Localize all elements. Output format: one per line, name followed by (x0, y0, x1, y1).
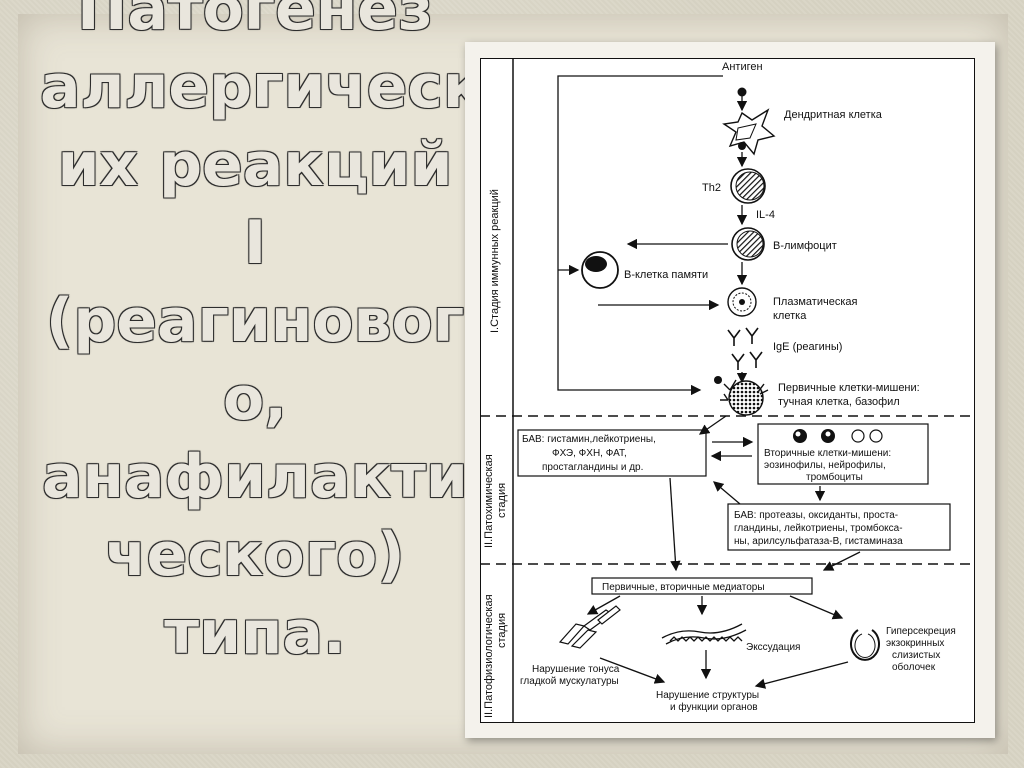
ige-antibody-icons (727, 327, 763, 370)
stage-1-label: I.Стадия иммунных реакций (489, 189, 501, 333)
plasma-label-2: клетка (773, 310, 807, 322)
tonus-label-1: Нарушение тонуса (532, 664, 620, 675)
hypersecretion-line-4: оболочек (892, 661, 936, 673)
slide-title: Патогенез аллергическ их реакций I (реаг… (40, 0, 484, 672)
organ-label-1: Нарушение структуры (656, 690, 759, 701)
bav-primary-line-2: ФХЭ, ФХН, ФАТ, (552, 448, 627, 459)
mediators-label: Первичные, вторичные медиаторы (602, 582, 765, 593)
bav-secondary-line-2: гландины, лейкотриены, тромбокса- (734, 522, 903, 534)
platelet-icon-2 (869, 429, 883, 443)
pathogenesis-diagram: I.Стадия иммунных реакций II.Патохимичес… (479, 57, 976, 724)
arrow-mastcell-bav (698, 415, 727, 435)
memory-b-cell-nucleus (585, 256, 607, 272)
feedback-loop-arrow (557, 75, 723, 396)
arrow-muscle-organ (599, 657, 666, 684)
organ-label-2: и функции органов (670, 701, 758, 713)
hypersecretion-line-2: экзокринных (886, 638, 944, 649)
arrow-to-hypersecretion (789, 595, 844, 620)
memory-b-cell-label: В-клетка памяти (624, 269, 708, 281)
arrow-to-smooth-muscle (586, 595, 621, 615)
platelet-icon-1 (851, 429, 865, 443)
bav-secondary-line-1: БАВ: протеазы, оксиданты, проста- (734, 510, 898, 521)
title-line: Патогенез (77, 0, 433, 44)
hypersecretion-line-1: Гиперсекреция (886, 626, 956, 637)
title-line: о, (222, 364, 287, 434)
tonus-label-2: гладкой мускулатуры (520, 676, 619, 687)
exudation-label: Экссудация (746, 642, 800, 653)
mediators-box (591, 577, 813, 595)
neutrophil-granule (825, 431, 831, 437)
stage-2-label: II.Патохимическая (483, 454, 495, 548)
dendritic-nucleus (735, 123, 757, 141)
primary-targets-label-1: Первичные клетки-мишени: (778, 382, 920, 394)
bound-ige-icons (720, 379, 769, 401)
hypersecretion-line-3: слизистых (892, 650, 940, 661)
antigen-dot (737, 87, 747, 97)
ige-label: IgE (реагины) (773, 341, 842, 353)
title-line: анафилакти (42, 442, 468, 512)
arrow-bav1-mediators (669, 477, 681, 572)
stage-3-label-2: стадия (496, 613, 508, 648)
title-line: (реагиновог (45, 286, 465, 356)
secondary-targets-line-3: тромбоциты (806, 471, 863, 483)
mast-cell-icon (728, 380, 764, 416)
exudation-icon (661, 623, 747, 645)
b-lymphocyte-label: В-лимфоцит (773, 240, 837, 252)
il4-label: IL-4 (756, 209, 775, 221)
eosinophil-icon (793, 429, 807, 443)
bav-primary-line-1: БАВ: гистамин,лейкотриены, (522, 434, 656, 445)
title-line: аллергическ (40, 52, 484, 122)
arrow-bav2-bav1 (713, 481, 741, 505)
secondary-targets-line-2: эозинофилы, нейрофилы, (764, 459, 886, 471)
antigen-presented-dot (738, 142, 746, 150)
title-line: типа. (164, 598, 346, 668)
bound-antigen-dot (714, 376, 722, 384)
th2-label: Th2 (702, 182, 721, 194)
bav-primary-line-3: простагландины и др. (542, 462, 643, 473)
arrow-bav2-mediators (822, 551, 861, 571)
plasma-cell-nucleus (739, 299, 745, 305)
plasma-label-1: Плазматическая (773, 296, 858, 308)
primary-targets-label-2: тучная клетка, базофил (778, 396, 900, 408)
bav-secondary-box (727, 503, 951, 551)
secondary-targets-box (757, 423, 929, 485)
eosinophil-granule (795, 431, 801, 437)
stage-2-label-2: стадия (496, 483, 508, 518)
bav-primary-box (517, 429, 707, 477)
diagram-photo: I.Стадия иммунных реакций II.Патохимичес… (479, 57, 976, 724)
dendritic-cell-icon (722, 108, 776, 156)
antigen-label: Антиген (722, 61, 763, 73)
secondary-targets-line-1: Вторичные клетки-мишени: (764, 448, 891, 459)
bav-secondary-line-3: ны, арилсульфатаза-В, гистаминаза (734, 535, 903, 547)
title-line: ческого) (105, 520, 405, 590)
b-lymphocyte-nucleus (736, 230, 764, 258)
exocrine-gland-icon (850, 629, 880, 661)
th2-nucleus (735, 171, 765, 201)
arrow-gland-organ (754, 661, 849, 689)
dendritic-label: Дендритная клетка (784, 109, 883, 121)
title-line: их реакций I (57, 130, 453, 278)
smooth-muscle-icon (558, 605, 621, 649)
stage-3-label: II.Патофизиологическая (483, 594, 495, 718)
